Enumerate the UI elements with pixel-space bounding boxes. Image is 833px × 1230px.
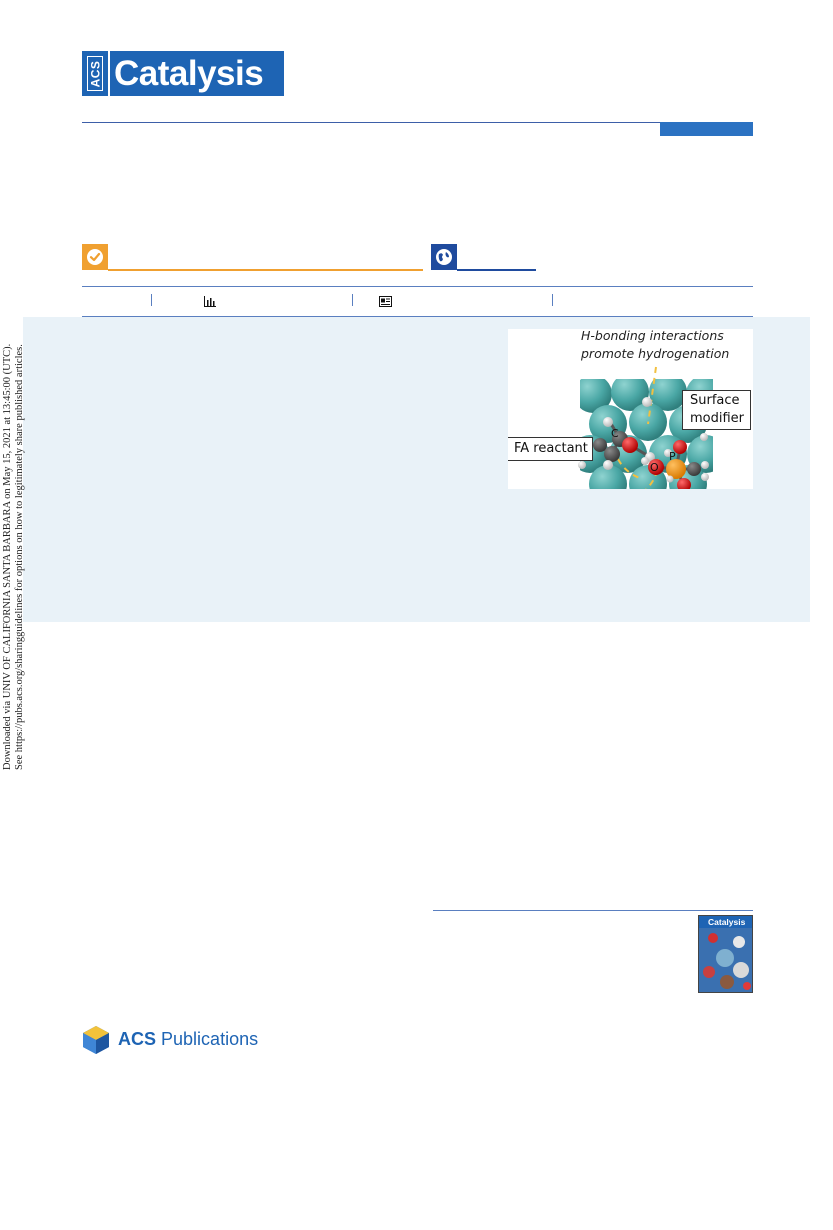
download-notice-line1: Downloaded via UNIV OF CALIFORNIA SANTA … [2,343,13,770]
logo-acs-text: ACS [88,60,102,87]
surface-modifier-line1: Surface [690,393,740,408]
metrics-divider [151,294,152,306]
download-notice: Downloaded via UNIV OF CALIFORNIA SANTA … [2,344,38,1230]
toc-caption: H-bonding interactions promote hydrogena… [581,329,729,363]
check-circle-icon [87,249,103,265]
metrics-divider [352,294,353,306]
journal-logo[interactable]: ACS Catalysis [82,51,284,96]
read-online-underline [457,269,536,271]
metrics-bar-bottom-rule [82,316,753,317]
acs-publications-word: Publications [161,1028,259,1049]
metrics-bar-top-rule [82,286,753,287]
article-icon[interactable] [379,296,392,307]
cover-title: Catalysis [699,916,752,928]
logo-journal-name: Catalysis [110,51,284,96]
surface-modifier-line2: modifier [690,411,745,426]
toc-caption-line2: promote hydrogenation [581,346,730,361]
footer-rule [433,910,753,911]
toc-caption-line1: H-bonding interactions [581,329,724,343]
molecular-model-illustration: C P O [578,366,713,489]
logo-acs-block: ACS [82,51,108,96]
acs-publications-text: ACS Publications [118,1029,258,1050]
cover-artwork [699,928,752,992]
acs-publications-logo[interactable]: ACS Publications [80,1022,258,1056]
atom-label-c: C [611,427,619,440]
fa-reactant-label: FA reactant [508,437,593,461]
acs-hexagon-logo-icon [83,1026,109,1054]
journal-cover-thumbnail[interactable]: Catalysis [698,915,753,993]
atom-label-o: O [650,461,659,474]
bar-chart-icon[interactable] [204,296,216,307]
surface-modifier-label: Surface modifier [682,390,752,430]
toc-graphic[interactable]: H-bonding interactions promote hydrogena… [508,329,753,489]
metrics-divider [552,294,553,306]
globe-icon [436,249,452,265]
download-notice-line2: See https://pubs.acs.org/sharingguidelin… [14,344,25,770]
cite-this-underline [108,269,423,271]
cite-this-badge[interactable] [82,244,108,270]
header-tab [660,122,753,136]
header-rule [82,122,753,123]
read-online-badge[interactable] [431,244,457,270]
atom-label-p: P [669,450,676,463]
acs-publications-acs: ACS [118,1028,157,1049]
